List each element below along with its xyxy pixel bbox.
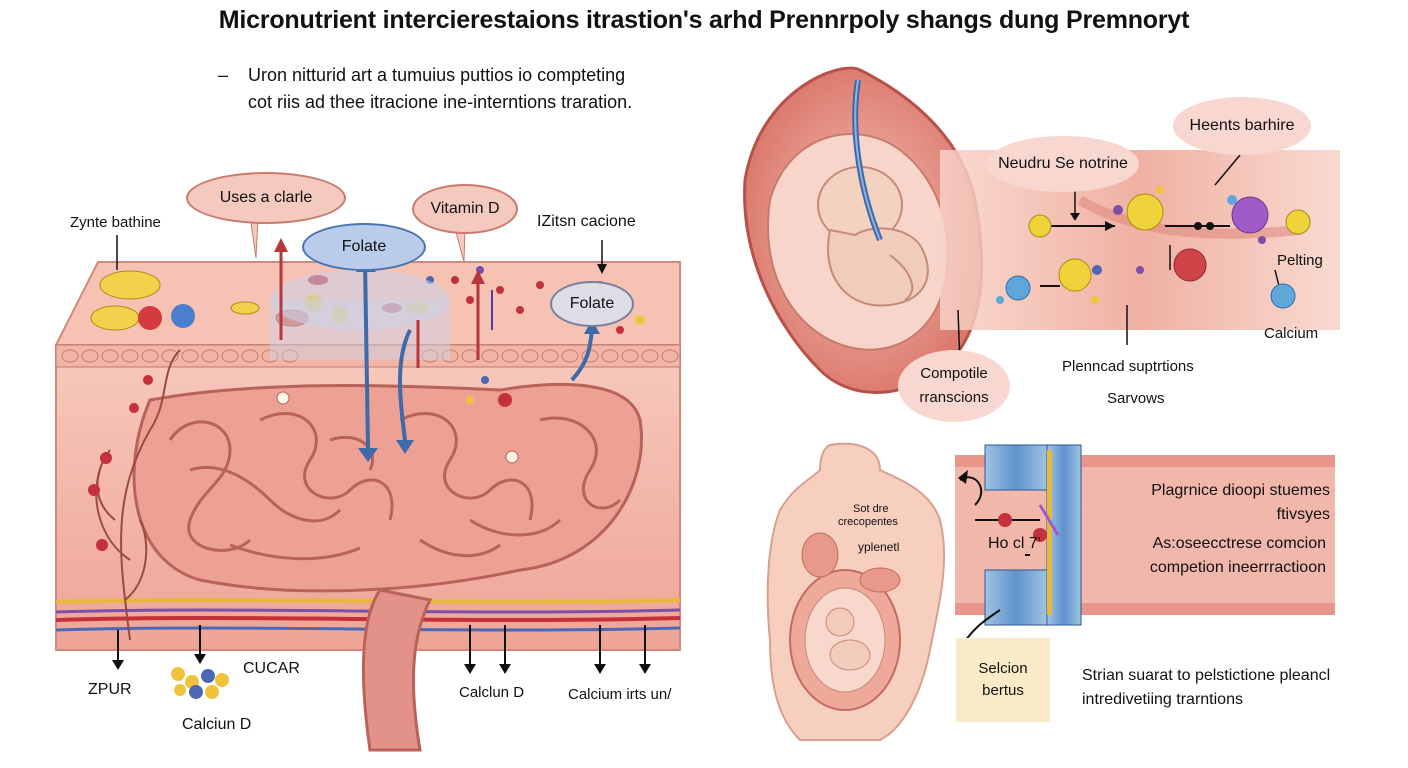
blood-cells-left: [88, 375, 153, 551]
bubble-label: Neudru Se notrine: [998, 155, 1128, 172]
bubble-label: Vitamin D: [430, 200, 500, 217]
uterus-illustration: [743, 66, 984, 394]
membrane-channel: [955, 444, 1335, 651]
bubble-label: Folate: [569, 295, 615, 312]
description-competion: As:oseecctrese comcion competion ineerrr…: [1149, 535, 1326, 576]
label-calcium: Calcium: [1264, 325, 1319, 342]
bubble-label: Folate: [341, 238, 387, 255]
bubble-label: Compotile rranscions: [919, 365, 989, 406]
label-zynte-bathine: Zynte bathine: [70, 214, 161, 231]
label-yplenetl: yplenetl: [858, 540, 900, 554]
bubble-folate-1: Folate: [302, 223, 426, 271]
label-sarvows: Sarvows: [1107, 390, 1165, 407]
bubble-compotile-rranscions: Compotile rranscions: [898, 350, 1010, 422]
bullet-dash: –: [218, 65, 229, 85]
box-label: Selcion bertus: [978, 660, 1028, 699]
description-plagrnice: Plagrnice dioopi stuemes ftivsyes: [1151, 482, 1330, 523]
label-izitsn-cacione: IZitsn cacione: [537, 213, 636, 230]
bubble-uses-a-clarle: Uses a clarle: [186, 172, 346, 224]
label-ho-cl: Ho cl 7': [988, 535, 1041, 552]
bubble-heents-barhire: Heents barhire: [1173, 97, 1311, 155]
bubble-folate-2: Folate: [550, 281, 634, 327]
intestine: [132, 382, 643, 752]
absorption-arrows: [112, 235, 651, 674]
bubble-label: Uses a clarle: [219, 189, 313, 206]
label-sot-dre: Sot dre: [853, 503, 889, 515]
label-crecopentes: crecopentes: [838, 516, 898, 528]
page-title: Micronutrient intercierestaions itrastio…: [218, 6, 1190, 34]
label-calcium-irts-un: Calcium irts un/: [568, 686, 672, 703]
box-selcion-bertus: Selcion bertus: [956, 638, 1050, 722]
nutrient-molecules-right: [996, 186, 1311, 309]
label-cucar: CUCAR: [243, 660, 300, 677]
bubble-label: Heents barhire: [1189, 117, 1295, 134]
pregnant-body: [766, 442, 946, 741]
intro-paragraph: Uron nitturid art a tumuius puttios io c…: [248, 65, 633, 112]
label-pelting: Pelting: [1277, 252, 1323, 269]
label-calciun-d: Calciun D: [182, 716, 252, 733]
label-zpur: ZPUR: [88, 681, 132, 698]
bubble-neudru-se-notrine: Neudru Se notrine: [987, 136, 1139, 192]
mineral-cluster: [171, 667, 229, 699]
label-calclun-d: Calclun D: [459, 684, 525, 701]
footer-strian: Strian suarat to pelstictione pleancl in…: [1082, 667, 1331, 708]
label-plenncad-suptrtions: Plenncad suptrtions: [1062, 358, 1194, 375]
bubble-vitamin-d: Vitamin D: [412, 184, 518, 234]
